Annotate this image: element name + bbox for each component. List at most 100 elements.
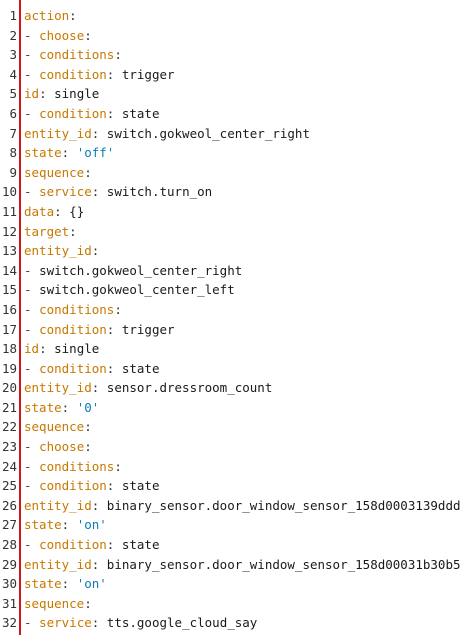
list-dash: -: [24, 184, 40, 200]
list-dash: -: [24, 105, 40, 121]
code-line[interactable]: 3- conditions:: [0, 45, 469, 65]
yaml-value: 'off': [69, 145, 115, 161]
line-number: 28: [1, 537, 17, 553]
yaml-value: state: [114, 360, 160, 376]
code-line[interactable]: 14- switch.gokweol_center_right: [0, 261, 469, 281]
code-line[interactable]: 17- condition: trigger: [0, 320, 469, 340]
yaml-colon: :: [69, 8, 77, 23]
line-number: 11: [1, 203, 17, 219]
line-number: 18: [1, 341, 17, 357]
code-line[interactable]: 28- condition: state: [0, 535, 469, 555]
list-dash: -: [24, 262, 40, 278]
yaml-key: target: [24, 223, 70, 239]
yaml-key: condition: [39, 537, 107, 553]
yaml-value: '0': [69, 399, 100, 415]
code-line[interactable]: 2- choose:: [0, 26, 469, 46]
code-line[interactable]: 23- choose:: [0, 437, 469, 457]
yaml-key: conditions: [39, 47, 115, 63]
code-text: entity_id: switch.gokweol_center_right: [19, 124, 310, 144]
yaml-key: entity_id: [24, 243, 92, 259]
list-dash: -: [24, 615, 40, 631]
line-number-gutter: [0, 0, 19, 635]
code-line[interactable]: 15- switch.gokweol_center_left: [0, 280, 469, 300]
yaml-key: conditions: [39, 301, 115, 317]
code-text: - condition: state: [19, 476, 159, 496]
line-number: 29: [1, 556, 17, 572]
code-text: entity_id:: [19, 241, 99, 261]
code-line[interactable]: 25- condition: state: [0, 476, 469, 496]
code-text: - switch.gokweol_center_right: [19, 261, 242, 281]
yaml-key: id: [24, 341, 40, 357]
yaml-key: entity_id: [24, 497, 92, 513]
code-line[interactable]: 6- condition: state: [0, 104, 469, 124]
line-number: 21: [1, 399, 17, 415]
yaml-value: state: [114, 105, 160, 121]
code-line[interactable]: 4- condition: trigger: [0, 65, 469, 85]
code-line[interactable]: 32- service: tts.google_cloud_say: [0, 613, 469, 633]
yaml-value: single: [46, 86, 100, 102]
yaml-value: binary_sensor.door_window_sensor_158d000…: [99, 497, 461, 513]
line-number: 25: [1, 478, 17, 494]
yaml-colon: :: [114, 301, 122, 317]
yaml-colon: :: [61, 576, 70, 592]
code-text: state: 'off': [19, 143, 114, 163]
yaml-key: state: [24, 145, 62, 161]
code-line[interactable]: 19- condition: state: [0, 359, 469, 379]
yaml-value: binary_sensor.door_window_sensor_158d000…: [99, 556, 461, 572]
yaml-value: switch.turn_on: [99, 184, 213, 200]
yaml-value: 'on': [69, 576, 107, 592]
code-text: state: '0': [19, 398, 99, 418]
code-line[interactable]: 10- service: switch.turn_on: [0, 182, 469, 202]
code-text: id: single: [19, 84, 99, 104]
code-text: id: single: [19, 339, 99, 359]
yaml-key: state: [24, 399, 62, 415]
code-text: sequence:: [19, 163, 92, 183]
code-text: - condition: state: [19, 104, 159, 124]
code-text: - service: tts.google_cloud_say: [19, 613, 257, 633]
yaml-value: switch.gokweol_center_right: [99, 125, 310, 141]
yaml-colon: :: [114, 47, 122, 63]
code-line[interactable]: 24- conditions:: [0, 457, 469, 477]
line-number: 23: [1, 439, 17, 455]
yaml-key: choose: [39, 439, 85, 455]
code-text: target:: [19, 222, 77, 242]
yaml-value: tts.google_cloud_say: [99, 615, 258, 631]
line-number: 13: [1, 243, 17, 259]
list-dash: -: [24, 301, 40, 317]
yaml-colon: :: [61, 145, 70, 161]
code-text: - choose:: [19, 437, 92, 457]
code-text: data: {}: [19, 202, 84, 222]
yaml-key: state: [24, 517, 62, 533]
line-number: 10: [1, 184, 17, 200]
yaml-colon: :: [106, 478, 115, 494]
line-number: 8: [9, 145, 17, 161]
code-text: state: 'on': [19, 515, 107, 535]
code-line[interactable]: 16- conditions:: [0, 300, 469, 320]
yaml-key: entity_id: [24, 556, 92, 572]
yaml-value: 'on': [69, 517, 107, 533]
yaml-colon: :: [39, 341, 47, 357]
line-number: 19: [1, 360, 17, 376]
list-dash: -: [24, 66, 40, 82]
yaml-key: service: [39, 184, 92, 200]
code-text: - conditions:: [19, 300, 122, 320]
